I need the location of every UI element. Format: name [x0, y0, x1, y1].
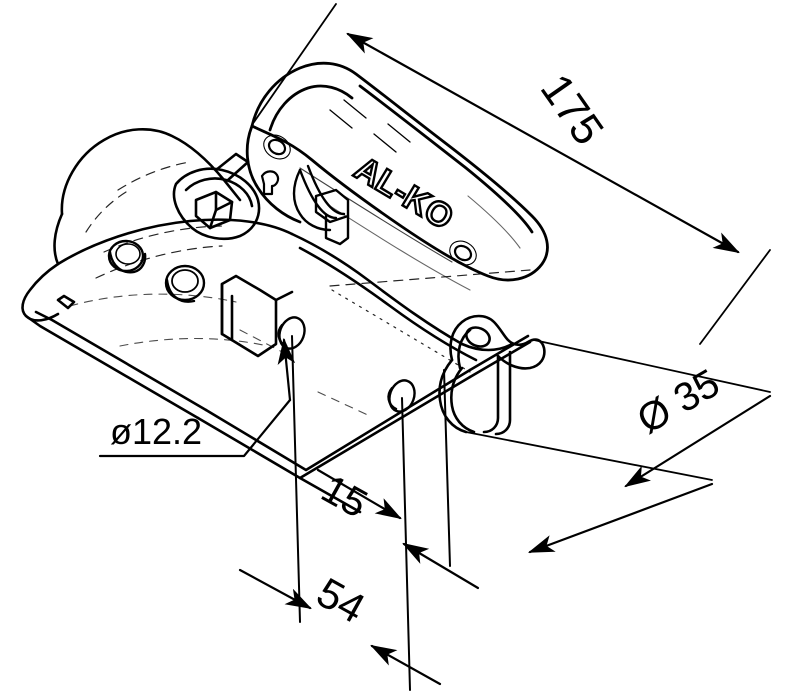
handle-pivot-hole-upper — [263, 134, 291, 160]
hidden-lines-housing — [85, 161, 531, 373]
handle-pivot-hole-lower — [449, 240, 477, 266]
gusset-web — [220, 274, 294, 358]
dimension-15 — [316, 468, 480, 590]
center-plunger — [292, 164, 350, 246]
dimension-label-54: 54 — [309, 568, 373, 632]
dimension-hole-12-2 — [98, 337, 296, 458]
coupling-housing-outline — [21, 127, 294, 420]
brand-label-alko: AL-KO — [348, 149, 460, 237]
boss-upper — [107, 239, 147, 274]
safety-clip — [438, 314, 546, 436]
dimension-label-175: 175 — [531, 66, 613, 154]
base-plate — [196, 334, 532, 514]
mounting-hole-right — [387, 379, 416, 413]
dimension-label-hole-12-2: ø12.2 — [110, 411, 202, 452]
latch-indicator — [260, 170, 280, 196]
dimension-54 — [238, 568, 442, 686]
dimension-175 — [253, 3, 771, 345]
hidden-lines-skirt — [69, 293, 371, 417]
boss-lower — [164, 264, 206, 303]
dimension-label-diameter-35: Ø 35 — [630, 361, 727, 442]
coupling-right-shell — [290, 232, 514, 362]
dimension-label-15: 15 — [314, 467, 374, 527]
witness-lines — [291, 335, 451, 691]
coupling-socket — [172, 152, 261, 241]
dimension-diameter-35 — [465, 339, 772, 554]
